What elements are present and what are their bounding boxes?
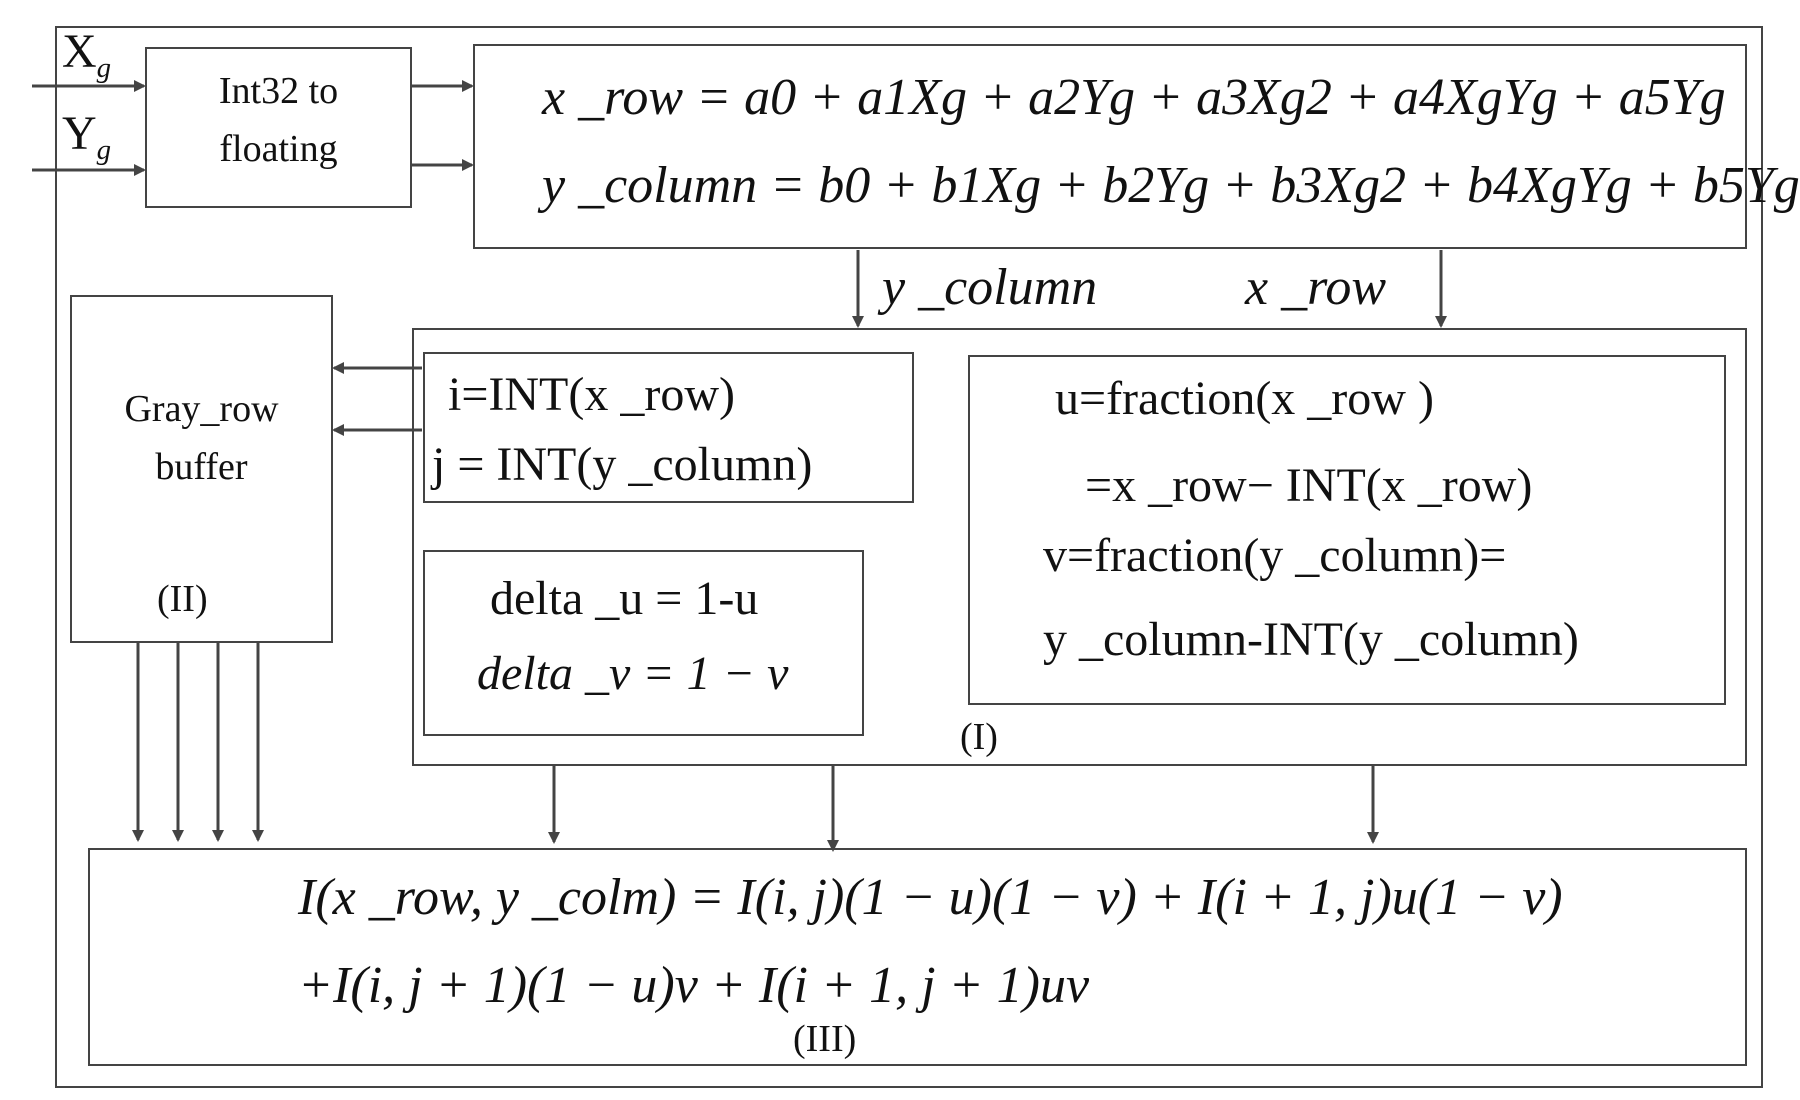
gray-row-buffer-line-2: buffer — [155, 446, 248, 488]
int32-line-1: Int32 to — [218, 70, 339, 112]
int-index-block — [423, 352, 914, 503]
x-row-signal-label: x _row — [1245, 259, 1387, 316]
outer-frame — [55, 26, 1763, 1088]
stage-3-tag: (III) — [793, 1018, 857, 1060]
fraction-line-3: v=fraction(y _column)= — [1043, 529, 1507, 582]
int32-to-floating-block — [145, 47, 412, 208]
fraction-line-2: =x _row− INT(x _row) — [1085, 459, 1533, 512]
input-xg-label: Xg — [62, 25, 112, 85]
interpolation-block — [88, 848, 1747, 1066]
y-column-signal-label: y _column — [882, 259, 1098, 316]
fraction-block — [968, 355, 1726, 705]
fraction-line-4: y _column-INT(y _column) — [1043, 613, 1579, 666]
stage-1-tag: (I) — [960, 716, 998, 758]
j-index-equation: j = INT(y _column) — [432, 438, 813, 491]
gray-row-buffer-line-1: Gray_row — [124, 388, 279, 430]
interpolation-equation-line-1: I(x _row, y _colm) = I(i, j)(1 − u)(1 − … — [298, 869, 1563, 926]
y-column-equation: y _column = b0 + b1Xg + b2Yg + b3Xg2 + b… — [542, 157, 1800, 214]
delta-u-equation: delta _u = 1-u — [490, 572, 759, 625]
polynomial-block — [473, 44, 1747, 249]
stage-2-tag: (II) — [157, 578, 208, 620]
input-yg-label: Yg — [62, 107, 112, 167]
interpolation-equation-line-2: +I(i, j + 1)(1 − u)v + I(i + 1, j + 1)uv — [298, 957, 1090, 1014]
delta-block — [423, 550, 864, 736]
fraction-line-1: u=fraction(x _row ) — [1055, 372, 1434, 425]
gray-row-buffer-block — [70, 295, 333, 643]
int32-line-2: floating — [219, 128, 338, 170]
x-row-equation: x _row = a0 + a1Xg + a2Yg + a3Xg2 + a4Xg… — [542, 69, 1726, 126]
stage-1-block — [412, 328, 1747, 766]
delta-v-equation: delta _v = 1 − v — [477, 647, 789, 700]
i-index-equation: i=INT(x _row) — [448, 368, 735, 421]
